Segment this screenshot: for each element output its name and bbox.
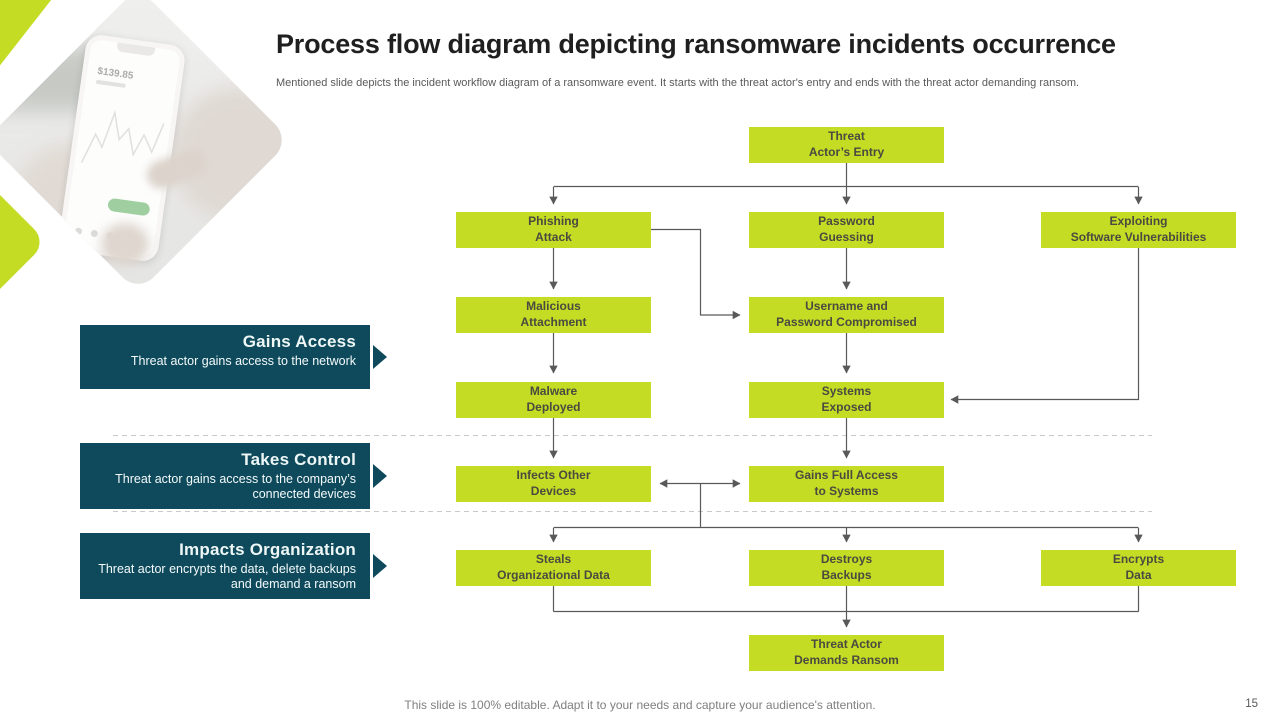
flow-node-encrypts-data[interactable]: Encrypts Data [1041,550,1236,586]
flow-node-infects-other-devices[interactable]: Infects Other Devices [456,466,651,502]
flow-node-systems-exposed[interactable]: Systems Exposed [749,382,944,418]
flow-node-gains-full-access[interactable]: Gains Full Access to Systems [749,466,944,502]
phone-photo: $139.85 [0,0,291,293]
flow-node-phishing-attack[interactable]: Phishing Attack [456,212,651,248]
flow-node-malicious-attachment[interactable]: Malicious Attachment [456,297,651,333]
page-subtitle: Mentioned slide depicts the incident wor… [276,77,1080,90]
phone-screen: $139.85 [62,38,182,258]
callout-takes-control[interactable]: Takes Control Threat actor gains access … [80,443,387,509]
flow-node-password-guessing[interactable]: Password Guessing [749,212,944,248]
callout-impacts-organization[interactable]: Impacts Organization Threat actor encryp… [80,533,387,599]
callout-title: Takes Control [241,450,356,469]
phone-mock: $139.85 [57,33,187,263]
callout-description: Threat actor gains access to the network [130,354,356,368]
callout-arrow-icon [373,464,387,488]
flow-node-threat-actor-demands-ransom[interactable]: Threat Actor Demands Ransom [749,635,944,671]
callout-description: Threat actor encrypts the data, delete b… [98,562,356,592]
callout-arrow-icon [373,345,387,369]
photo-plant-blur [52,0,95,20]
phone-photo-content: $139.85 [0,0,291,293]
flow-node-username-password-compromised[interactable]: Username and Password Compromised [749,297,944,333]
callout-description: Threat actor gains access to the company… [115,472,356,502]
flow-node-steals-organizational-data[interactable]: Steals Organizational Data [456,550,651,586]
photo-white-overlay [0,0,291,293]
callout-title: Impacts Organization [179,540,356,559]
stock-chart-line [80,109,165,163]
callout-title: Gains Access [242,332,356,351]
flow-node-exploiting-software-vulnerabilities[interactable]: Exploiting Software Vulnerabilities [1041,212,1236,248]
page-title: Process flow diagram depicting ransomwar… [276,29,1116,59]
callout-gains-access[interactable]: Gains Access Threat actor gains access t… [80,325,387,389]
header: Process flow diagram depicting ransomwar… [276,28,1236,89]
flow-node-destroys-backups[interactable]: Destroys Backups [749,550,944,586]
callout-arrow-icon [373,554,387,578]
flow-node-threat-actors-entry[interactable]: Threat Actor’s Entry [749,127,944,163]
footer-note: This slide is 100% editable. Adapt it to… [404,698,876,712]
page-number: 15 [1245,698,1258,710]
flow-node-malware-deployed[interactable]: Malware Deployed [456,382,651,418]
